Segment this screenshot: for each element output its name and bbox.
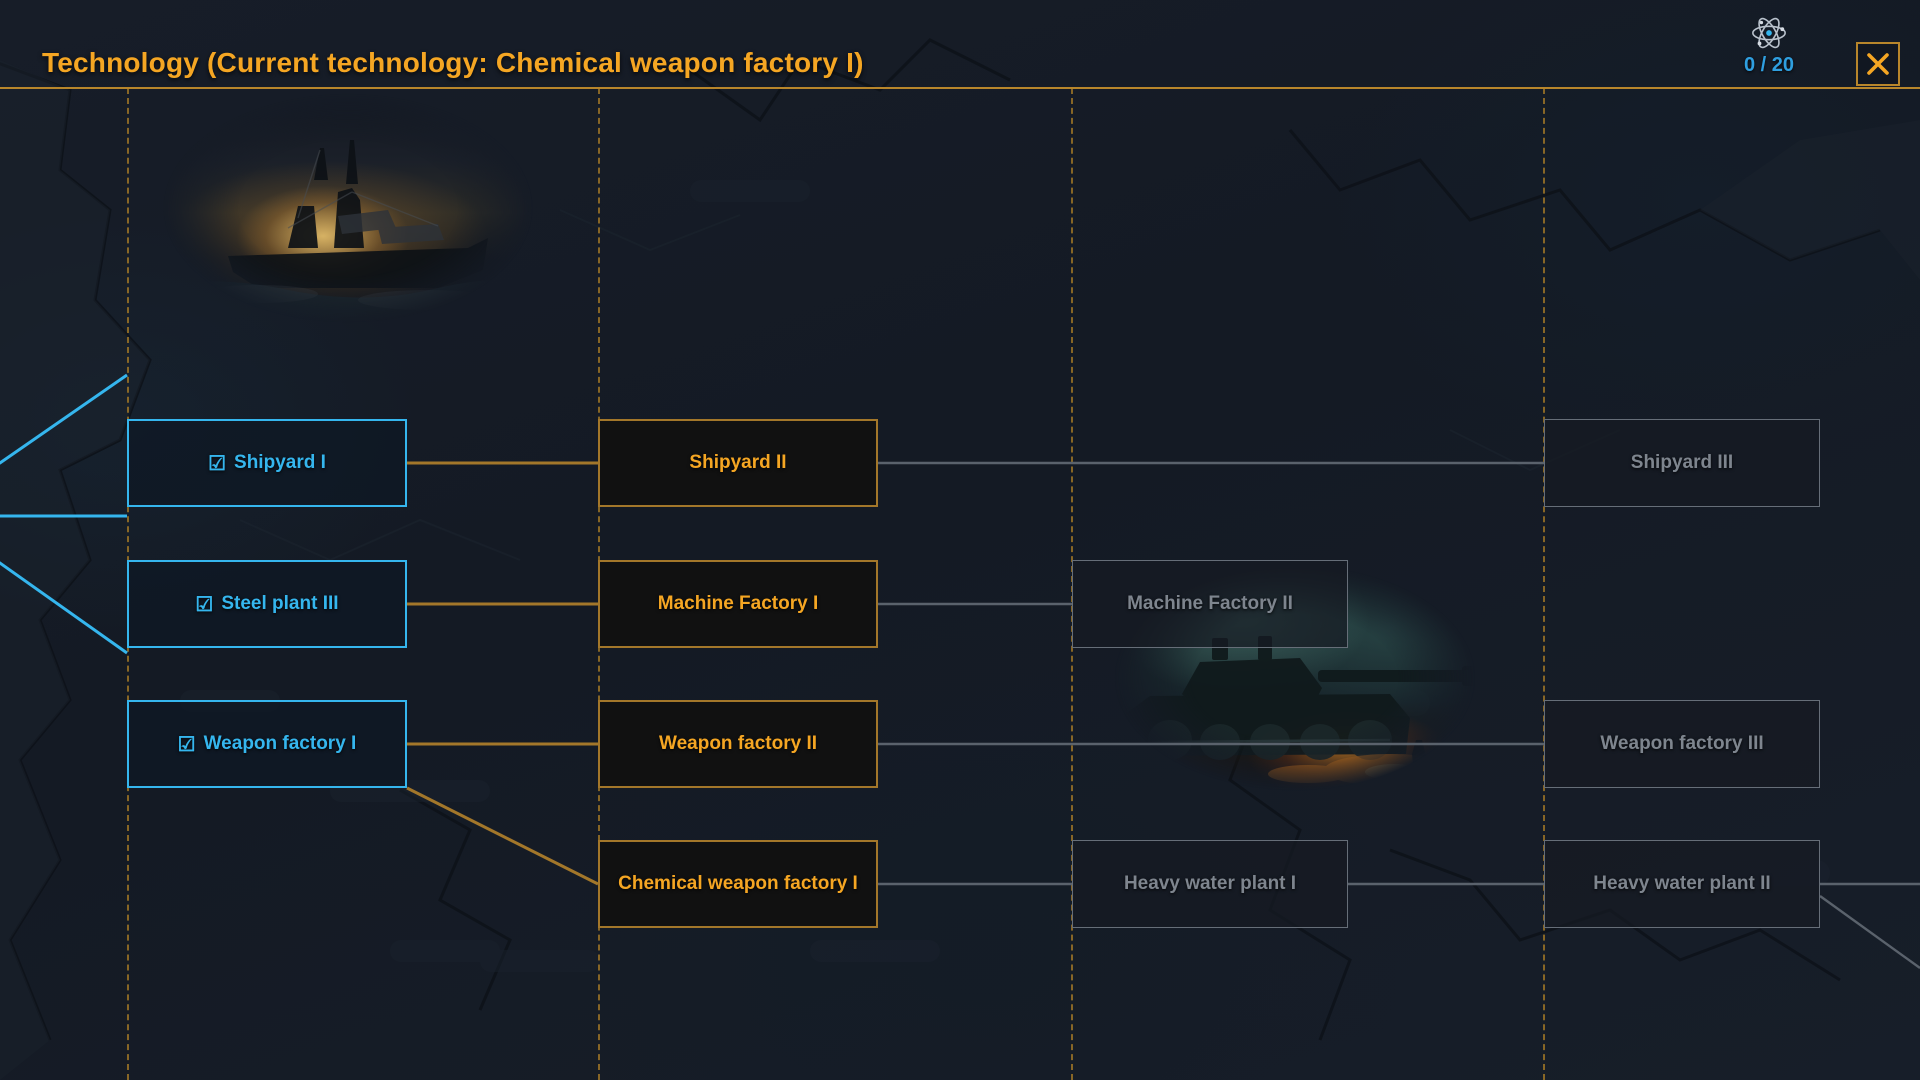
close-icon <box>1867 53 1889 75</box>
tech-node-text: Weapon factory I <box>203 732 357 754</box>
tech-node-label: Chemical weapon factory I <box>618 872 858 894</box>
tech-node-text: Shipyard I <box>234 451 326 473</box>
tech-node-shipyard-2[interactable]: Shipyard II <box>598 419 878 507</box>
atom-icon <box>1752 17 1786 49</box>
checkbox-checked-icon: ☑ <box>177 733 196 756</box>
tech-node-chemical-weapon-factory-1[interactable]: Chemical weapon factory I <box>598 840 878 928</box>
tech-connectors <box>0 373 1920 969</box>
tech-node-shipyard-1[interactable]: ☑ Shipyard I <box>127 419 407 507</box>
tech-node-label: Shipyard II <box>689 451 787 473</box>
tech-node-heavy-water-plant-1[interactable]: Heavy water plant I <box>1072 840 1348 928</box>
tech-node-label: Heavy water plant II <box>1593 872 1771 894</box>
tech-node-label: Machine Factory II <box>1127 592 1293 614</box>
tech-node-label: Shipyard III <box>1630 451 1734 473</box>
tech-node-weapon-factory-2[interactable]: Weapon factory II <box>598 700 878 788</box>
checkbox-checked-icon: ☑ <box>195 593 214 616</box>
tech-node-weapon-factory-1[interactable]: ☑ Weapon factory I <box>127 700 407 788</box>
page-title: Technology (Current technology: Chemical… <box>42 47 864 78</box>
tech-node-machine-factory-2[interactable]: Machine Factory II <box>1072 560 1348 648</box>
tech-node-label: ☑ Shipyard I <box>196 452 338 474</box>
checkbox-checked-icon: ☑ <box>208 452 227 475</box>
tech-node-label: ☑ Steel plant III <box>183 593 350 615</box>
header-divider <box>0 87 1920 89</box>
header-bar: Technology (Current technology: Chemical… <box>0 0 1920 89</box>
tech-node-label: Heavy water plant I <box>1123 872 1297 894</box>
tech-node-weapon-factory-3[interactable]: Weapon factory III <box>1544 700 1820 788</box>
tech-node-machine-factory-1[interactable]: Machine Factory I <box>598 560 878 648</box>
tech-node-heavy-water-plant-2[interactable]: Heavy water plant II <box>1544 840 1820 928</box>
tech-node-label: ☑ Weapon factory I <box>166 733 369 755</box>
tech-node-label: Machine Factory I <box>657 592 819 614</box>
research-points-display: 0 / 20 <box>1714 14 1824 77</box>
tech-node-label: Weapon factory II <box>658 732 817 754</box>
close-button[interactable] <box>1856 42 1900 86</box>
tech-node-label: Weapon factory III <box>1600 732 1764 754</box>
tech-node-steel-plant-3[interactable]: ☑ Steel plant III <box>127 560 407 648</box>
research-points-count: 0 / 20 <box>1743 54 1795 76</box>
column-separator-4 <box>1543 88 1545 1080</box>
tech-tree-canvas: ☑ Shipyard I ☑ Steel plant III ☑ Weapon facto… <box>0 88 1920 1080</box>
tech-node-text: Steel plant III <box>221 592 339 614</box>
tech-node-shipyard-3[interactable]: Shipyard III <box>1544 419 1820 507</box>
